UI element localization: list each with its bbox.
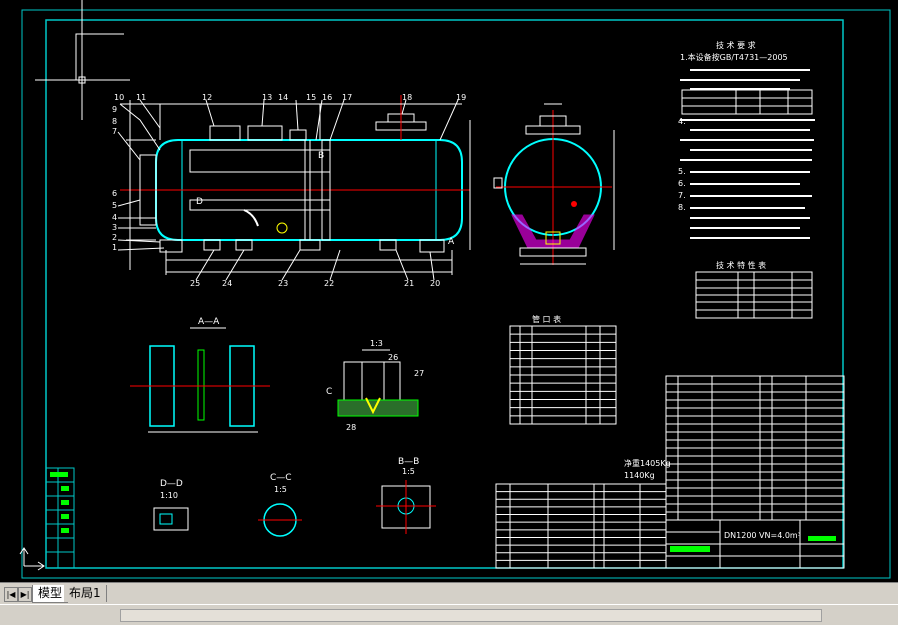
balloon-2: 2	[112, 233, 117, 242]
balloon-3: 3	[112, 223, 117, 232]
balloon-26: 26	[388, 353, 398, 362]
nozzle-table: 管 口 表	[509, 314, 617, 425]
layout-tab-bar: |◀ ▶| 模型 布局1	[0, 582, 898, 605]
balloon-28: 28	[346, 423, 356, 432]
balloon-15: 15	[306, 93, 316, 102]
balloon-22: 22	[324, 279, 334, 288]
vessel-end-view	[493, 103, 615, 265]
svg-text:B—B: B—B	[398, 457, 419, 467]
label-a: A	[448, 237, 455, 247]
balloon-leaders	[117, 99, 459, 281]
svg-text:6.: 6.	[678, 179, 686, 188]
inner-frame	[45, 19, 844, 569]
svg-text:5.: 5.	[678, 167, 686, 176]
balloon-21: 21	[404, 279, 414, 288]
label-b: B	[318, 151, 324, 161]
balloon-10: 10	[114, 93, 124, 102]
balloon-24: 24	[222, 279, 232, 288]
section-dd: D—D 1:10	[153, 479, 189, 531]
balloon-20: 20	[430, 279, 440, 288]
balloon-19: 19	[456, 93, 466, 102]
svg-text:1:10: 1:10	[160, 491, 178, 500]
weight-2: 1140Kg	[624, 471, 655, 480]
label-d: D	[196, 197, 203, 207]
cad-model-canvas[interactable]: 10 11 12 13 14 15 16 17 18 19 20 21 22 2…	[0, 0, 898, 582]
svg-text:1:5: 1:5	[274, 485, 287, 494]
balloon-27: 27	[414, 369, 424, 378]
balloon-25: 25	[190, 279, 200, 288]
title-block: DN1200 VN=4.0m³	[665, 519, 845, 569]
svg-text:C—C: C—C	[270, 473, 292, 483]
section-aa: A—A	[130, 317, 270, 433]
svg-text:1:3: 1:3	[370, 339, 383, 348]
svg-text:8.: 8.	[678, 203, 686, 212]
horizontal-scrollbar[interactable]	[0, 604, 898, 625]
balloon-23: 23	[278, 279, 288, 288]
parts-list-right	[665, 375, 845, 521]
tab-nav-last-button[interactable]: ▶|	[18, 587, 32, 602]
balloon-1: 1	[112, 243, 117, 252]
tech-spec-table: 技 术 特 性 表	[695, 260, 813, 319]
balloon-numbers: 10 11 12 13 14 15 16 17 18 19 20 21 22 2…	[112, 93, 466, 432]
balloon-17: 17	[342, 93, 352, 102]
svg-text:1:5: 1:5	[402, 467, 415, 476]
balloon-9: 9	[112, 105, 117, 114]
drawing-title: DN1200 VN=4.0m³	[724, 531, 801, 540]
scrollbar-thumb[interactable]	[120, 609, 822, 622]
balloon-11: 11	[136, 93, 146, 102]
section-bb: B—B 1:5	[376, 457, 436, 534]
section-cc: C—C 1:5	[258, 473, 302, 537]
detail-13: 1:3 C	[326, 339, 419, 417]
technical-notes: 技 术 要 求 1.本设备按GB/T4731—2005 4. 5. 6. 7. …	[678, 40, 815, 239]
balloon-16: 16	[322, 93, 332, 102]
balloon-13: 13	[262, 93, 272, 102]
svg-text:C: C	[326, 387, 332, 397]
balloon-4: 4	[112, 213, 117, 222]
tab-layout1[interactable]: 布局1	[64, 585, 107, 602]
ucs-icon	[19, 547, 45, 571]
corner-mark	[75, 33, 124, 80]
svg-text:技 术 特 性 表: 技 术 特 性 表	[716, 260, 766, 270]
left-title-block	[45, 467, 75, 569]
svg-text:4.: 4.	[678, 117, 686, 126]
tab-model[interactable]: 模型	[32, 585, 69, 603]
notes-heading: 技 术 要 求	[716, 40, 756, 50]
weight-1: 净重1405Kg	[624, 458, 671, 468]
balloon-5: 5	[112, 201, 117, 210]
svg-text:管 口 表: 管 口 表	[532, 314, 561, 324]
balloon-18: 18	[402, 93, 412, 102]
crosshair	[35, 0, 130, 120]
note-1: 1.本设备按GB/T4731—2005	[680, 52, 788, 62]
svg-text:7.: 7.	[678, 191, 686, 200]
balloon-8: 8	[112, 117, 117, 126]
balloon-12: 12	[202, 93, 212, 102]
vessel-elevation	[120, 95, 471, 275]
svg-text:A—A: A—A	[198, 317, 220, 327]
drawing-svg: 10 11 12 13 14 15 16 17 18 19 20 21 22 2…	[19, 0, 891, 579]
balloon-7: 7	[112, 127, 117, 136]
outer-frame	[21, 9, 891, 579]
parts-list-center	[495, 483, 667, 569]
tab-nav-first-button[interactable]: |◀	[4, 587, 18, 602]
balloon-6: 6	[112, 189, 117, 198]
svg-text:D—D: D—D	[160, 479, 183, 489]
balloon-14: 14	[278, 93, 288, 102]
